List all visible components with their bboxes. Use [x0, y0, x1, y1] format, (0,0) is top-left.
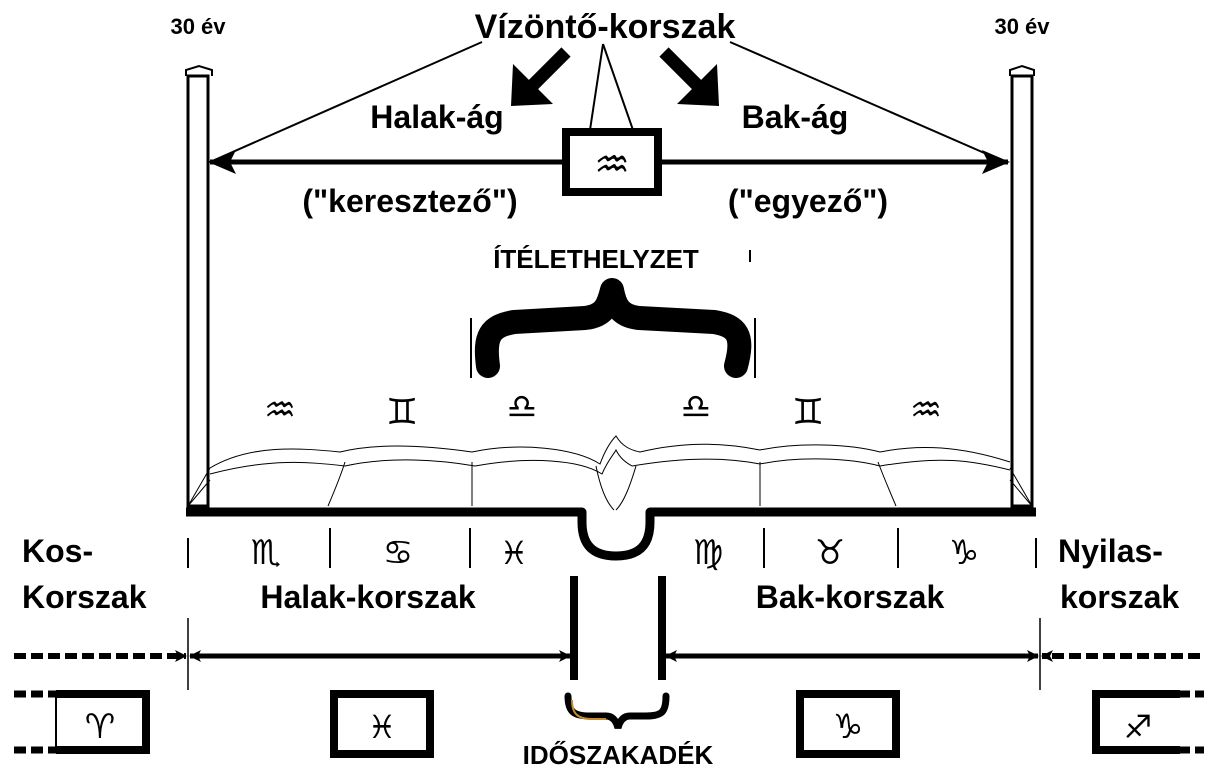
aries-era-label-2: Korszak [22, 579, 147, 615]
upper-sign-gemini-right: ♊ [792, 392, 824, 433]
down-left-arrow-icon [511, 47, 571, 106]
book-sketch [187, 435, 1033, 511]
aries-era-label-1: Kos- [22, 533, 93, 569]
fan-line-center-right [602, 43, 634, 131]
upper-sign-aquarius-right: ♒ [910, 390, 942, 431]
base-line [186, 507, 1036, 561]
years-label-right: 30 év [994, 14, 1050, 39]
upper-sign-aquarius-left: ♒ [264, 390, 296, 431]
lower-sign-virgo: ♍ [693, 533, 723, 573]
upper-sign-gemini-left: ♊ [386, 392, 418, 433]
time-gap-label: IDŐSZAKADÉK [523, 740, 714, 770]
capricorn-box [796, 690, 900, 758]
capricorn-box-icon: ♑ [833, 707, 863, 747]
aries-box-icon: ♈ [85, 707, 115, 747]
capricorn-era-label: Bak-korszak [756, 579, 945, 615]
sagittarius-era-label-2: korszak [1060, 579, 1179, 615]
lower-sign-pisces: ♓ [500, 534, 529, 572]
aquarius-era-label: Vízöntő-korszak [475, 8, 736, 46]
years-label-left: 30 év [170, 14, 226, 39]
pisces-era-label: Halak-korszak [260, 579, 475, 615]
lower-sign-capricorn: ♑ [949, 533, 979, 573]
pillar-cap-right [1009, 64, 1035, 76]
sagittarius-box-icon: ♐ [1124, 708, 1153, 746]
fan-line-left [209, 41, 483, 163]
sagittarius-box [1092, 690, 1204, 754]
lower-sign-taurus: ♉ [815, 533, 845, 573]
pillar-left [186, 74, 210, 508]
upper-sign-libra-left: ♎ [507, 387, 537, 427]
capricorn-branch-label: Bak-ág [742, 99, 849, 135]
pisces-box-icon: ♓ [368, 708, 397, 746]
time-gap-brace [564, 692, 670, 729]
down-right-arrow-icon [659, 47, 719, 106]
crossing-label: ("keresztező") [302, 183, 517, 219]
pisces-box [330, 690, 434, 758]
aries-box [14, 690, 150, 754]
aquarius-box-icon: ♒ [594, 142, 630, 188]
pillar-cap-left [185, 64, 213, 76]
pillar-right [1010, 74, 1034, 508]
lower-sign-scorpio: ♏ [251, 533, 281, 573]
upper-sign-libra-right: ♎ [681, 387, 711, 427]
judgement-label: ÍTÉLETHELYZET [493, 244, 699, 274]
fan-line-right [729, 41, 1006, 163]
lower-sign-cancer: ♋ [383, 533, 413, 573]
aquarius-box [562, 128, 662, 196]
sagittarius-era-label-1: Nyilas- [1058, 533, 1163, 569]
time-gap-brace-shadow [571, 699, 606, 720]
matching-label: ("egyező") [728, 183, 888, 219]
fan-line-center-left [589, 43, 604, 131]
judgement-brace [474, 278, 752, 378]
lower-separators [187, 528, 1037, 568]
pisces-branch-label: Halak-ág [370, 99, 503, 135]
